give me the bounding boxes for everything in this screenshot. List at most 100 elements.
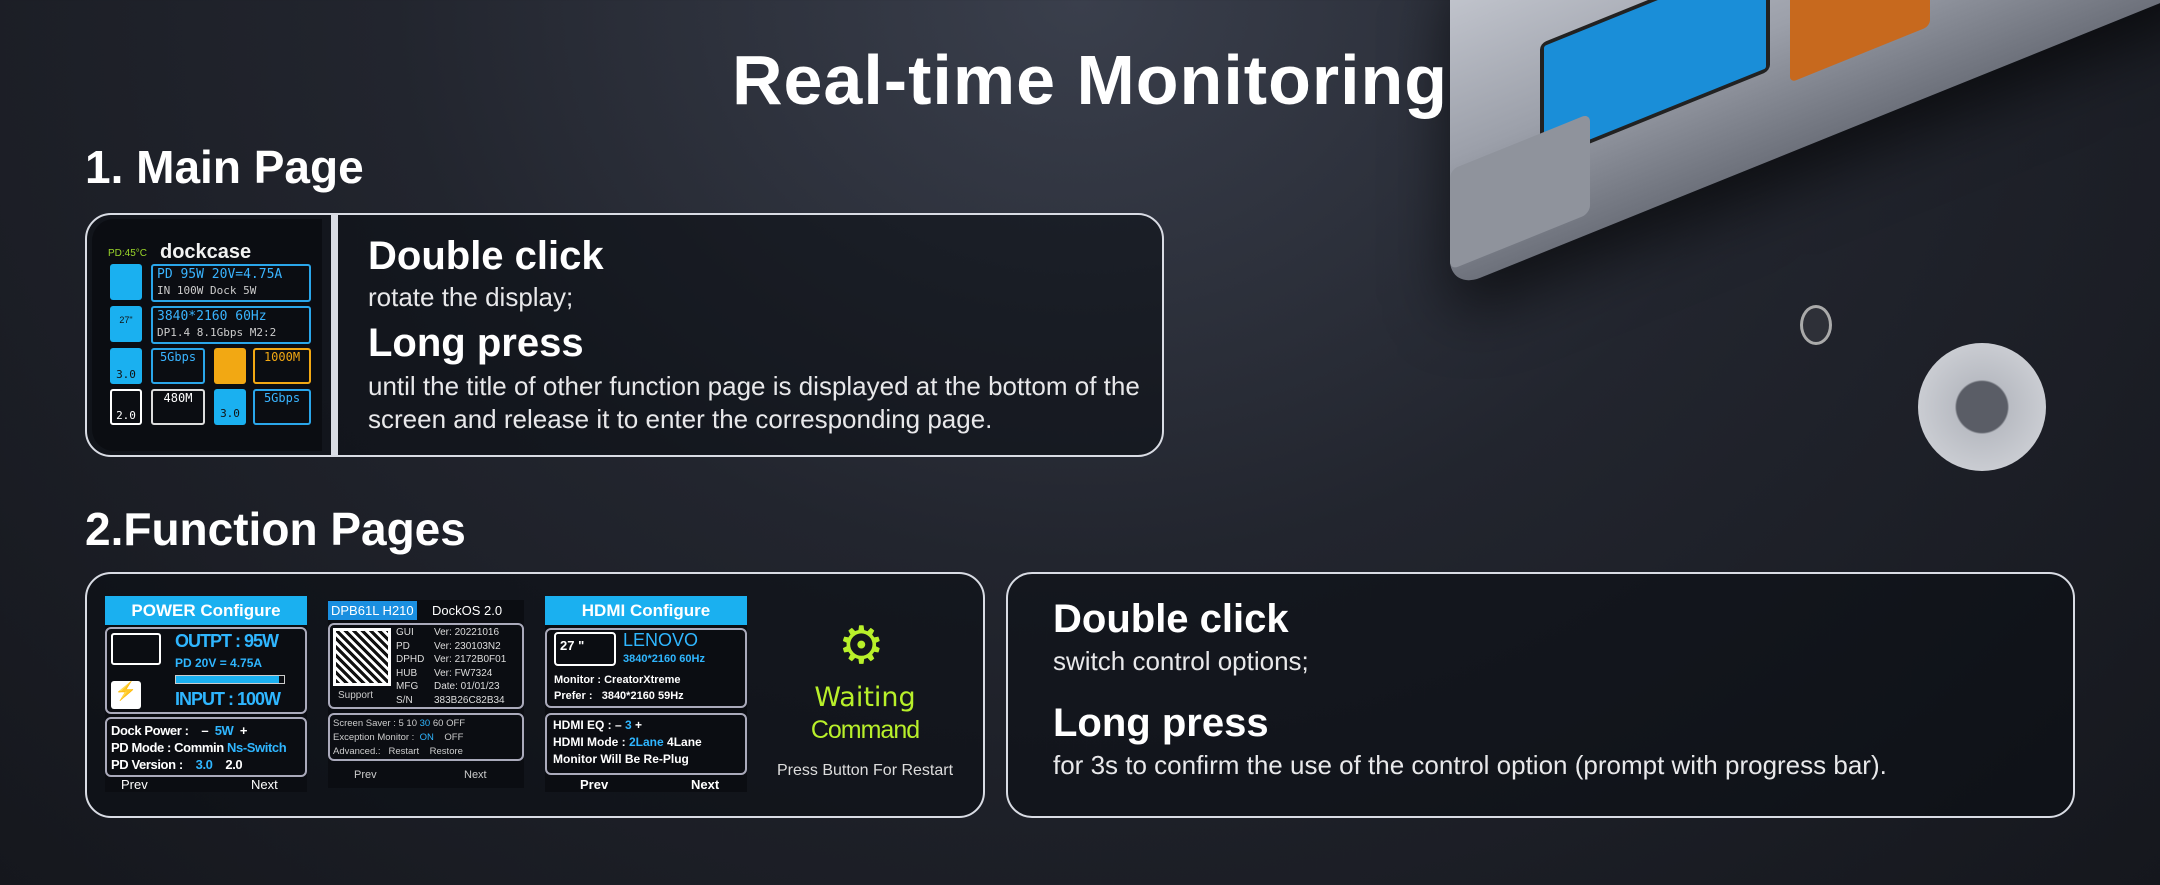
dock-power-value: 5W: [214, 723, 234, 738]
function-desc-panel: [1006, 572, 2075, 818]
display-line-2: DP1.4 8.1Gbps M2:2: [157, 326, 277, 339]
power-status-box: ⚡ OUTPT : 95W PD 20V = 4.75A INPUT : 100…: [105, 627, 307, 714]
pd-version-3[interactable]: 3.0: [195, 757, 213, 772]
waiting-text: Waiting: [814, 682, 916, 713]
support-label: Support: [338, 690, 374, 701]
advanced-label: Advanced.:: [333, 746, 381, 757]
hdmi-monitor-box: 27 " LENOVO 3840*2160 60Hz Monitor : Cre…: [545, 628, 747, 708]
long-press-desc: until the title of other function page i…: [368, 371, 1140, 434]
pd-version-label: PD Version :: [111, 757, 183, 772]
version-row: PD Ver: 230103N2: [396, 640, 522, 654]
prev-button[interactable]: Prev: [354, 769, 377, 781]
next-button[interactable]: Next: [691, 777, 720, 792]
restore-option[interactable]: Restore: [429, 746, 463, 757]
temperature-readout: PD:45°C: [108, 248, 148, 259]
page-title: Real-time Monitoring: [731, 41, 1449, 119]
exception-on[interactable]: ON: [419, 732, 434, 743]
usb-a-icon: 3.0: [110, 348, 142, 384]
input-power: INPUT : 100W: [175, 689, 281, 709]
pd-mode-commin[interactable]: Commin: [174, 740, 224, 755]
double-click-title: Double click: [368, 234, 604, 278]
monitor-label: Monitor :: [554, 674, 602, 686]
prefer-label: Prefer :: [554, 690, 593, 702]
pd-version-2[interactable]: 2.0: [225, 757, 243, 772]
power-settings-box: Dock Power : – 5W + PD Mode : Commin Ns-…: [105, 717, 307, 777]
divider: [331, 213, 338, 457]
gear-icon: ⚙: [838, 617, 885, 675]
screen-saver-option[interactable]: 60: [432, 718, 447, 729]
pd-mode-ns-switch[interactable]: Ns-Switch: [227, 740, 287, 755]
dockcase-logo: dockcase: [160, 241, 252, 263]
prev-button[interactable]: Prev: [121, 777, 148, 792]
usb2-speed: 480M: [151, 389, 205, 425]
main-page-heading: 1. Main Page: [85, 141, 364, 193]
main-screen: PD:45°C dockcase PD 95W 20V=4.75A IN 100…: [92, 219, 322, 451]
power-line-1: PD 95W 20V=4.75A: [157, 267, 283, 282]
power-line-2: IN 100W Dock 5W: [157, 284, 257, 297]
screen-saver-label: Screen Saver :: [333, 718, 396, 729]
version-value: Ver: 230103N2: [434, 640, 501, 652]
version-row: HUB Ver: FW7324: [396, 667, 522, 681]
version-value: Ver: FW7324: [434, 667, 493, 679]
version-key: MFG: [396, 681, 419, 692]
hdmi-mode-label: HDMI Mode :: [553, 735, 626, 749]
exception-off[interactable]: OFF: [444, 732, 464, 743]
info-settings-box: Screen Saver : 5 10 30 60 OFF Exception …: [328, 713, 524, 761]
double-click-title: Double click: [1053, 597, 1289, 641]
version-key: HUB: [396, 667, 418, 679]
long-press-title: Long press: [368, 321, 584, 365]
ethernet-icon: [214, 348, 246, 384]
pd-voltage: PD 20V = 4.75A: [175, 656, 263, 670]
version-key: PD: [396, 640, 410, 652]
hdmi-mode-2lane[interactable]: 2Lane: [629, 735, 664, 749]
restart-option[interactable]: Restart: [388, 746, 420, 757]
usb-a-speed: 5Gbps: [151, 348, 205, 384]
power-screen-title: POWER Configure: [105, 596, 307, 625]
hdmi-mode-4lane[interactable]: 4Lane: [667, 735, 702, 749]
charger-icon: [110, 264, 142, 300]
usb-c-icon: 3.0: [214, 389, 246, 425]
monitor-brand: LENOVO: [623, 630, 699, 650]
os-version: DockOS 2.0: [432, 603, 503, 618]
ethernet-speed: 1000M: [253, 348, 311, 384]
double-click-desc: rotate the display;: [368, 282, 574, 312]
version-value: Date: 01/01/23: [434, 681, 500, 692]
version-row: MFG Date: 01/01/23: [396, 680, 522, 694]
replug-notice: Monitor Will Be Re-Plug: [553, 752, 689, 766]
hdmi-settings-box: HDMI EQ : – 3 + HDMI Mode : 2Lane 4Lane …: [545, 713, 747, 775]
monitor-value: CreatorXtreme: [604, 674, 681, 686]
next-button[interactable]: Next: [251, 777, 278, 792]
press-button-restart: Press Button For Restart: [776, 762, 954, 779]
version-key: DPHD: [396, 654, 425, 665]
qr-code-icon: [333, 628, 391, 686]
dock-power-plus[interactable]: +: [239, 723, 248, 738]
prev-button[interactable]: Prev: [580, 777, 609, 792]
double-click-desc: switch control options;: [1053, 646, 1309, 676]
display-info-box: 3840*2160 60Hz DP1.4 8.1Gbps M2:2: [151, 306, 311, 344]
long-press-title: Long press: [1053, 701, 1269, 745]
pd-mode-label: PD Mode :: [111, 740, 171, 755]
hdmi-eq-value: 3: [625, 718, 632, 732]
power-configure-screen: POWER Configure ⚡ OUTPT : 95W PD 20V = 4…: [105, 596, 307, 792]
output-power: OUTPT : 95W: [175, 631, 279, 651]
dock-power-label: Dock Power :: [111, 723, 189, 738]
function-pages-heading: 2.Function Pages: [85, 503, 466, 555]
dock-power-minus[interactable]: –: [201, 723, 209, 738]
button-closeup-icon: [1918, 343, 2046, 471]
exception-monitor-label: Exception Monitor :: [333, 732, 415, 743]
next-button[interactable]: Next: [464, 769, 487, 781]
screen-saver-option[interactable]: 30: [419, 718, 433, 729]
hdmi-eq-plus[interactable]: +: [635, 718, 643, 732]
model-label: DPB61L H210: [328, 601, 417, 620]
hdmi-configure-screen: HDMI Configure 27 " LENOVO 3840*2160 60H…: [545, 596, 747, 792]
laptop-battery-icon: [111, 633, 161, 665]
hdmi-screen-title: HDMI Configure: [545, 596, 747, 625]
screen-saver-option[interactable]: 10: [406, 718, 420, 729]
screen-saver-option[interactable]: OFF: [446, 718, 466, 729]
screen-saver-option[interactable]: 5: [398, 718, 407, 729]
power-info-box: PD 95W 20V=4.75A IN 100W Dock 5W: [151, 264, 311, 302]
monitor-resolution: 3840*2160 60Hz: [623, 653, 705, 665]
